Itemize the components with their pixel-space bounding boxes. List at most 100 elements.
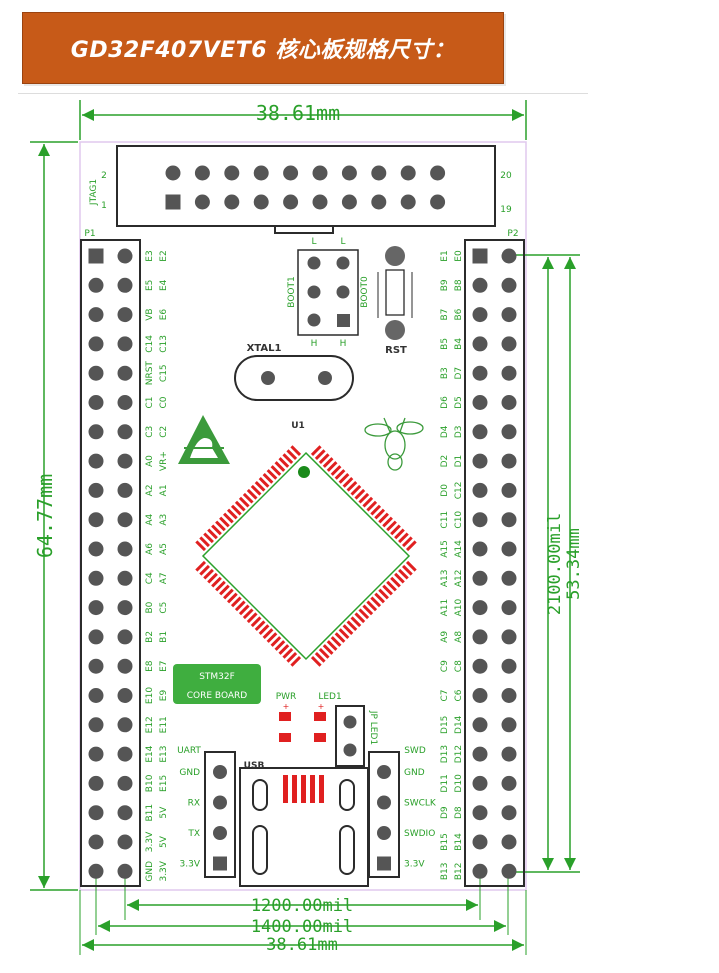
header-pin xyxy=(472,307,488,323)
pin-label: VB xyxy=(145,308,155,320)
mcu-lead xyxy=(282,453,294,464)
pin-label: 3.3V xyxy=(404,860,425,870)
pin-label: A4 xyxy=(145,513,155,525)
p1-pins xyxy=(88,248,133,879)
jtag-pin xyxy=(224,194,240,210)
header-pin xyxy=(501,453,517,469)
dim-bottom-1400: 1400.00mil xyxy=(251,917,353,937)
mcu-lead xyxy=(242,608,254,620)
swd-title: SWD xyxy=(404,746,426,756)
pin-label: E15 xyxy=(159,775,169,792)
pin-label: GND xyxy=(145,861,155,882)
mcu-lead xyxy=(386,520,397,532)
p2-pins xyxy=(472,248,517,879)
header-pin xyxy=(472,834,488,850)
dim-right: 2100.00mil 53.34mm xyxy=(508,254,584,873)
pin-label: GND xyxy=(404,768,425,778)
header-pin xyxy=(501,717,517,733)
usb-pad xyxy=(292,775,297,803)
header-pin xyxy=(472,541,488,557)
header-pin xyxy=(88,307,104,323)
header-pin xyxy=(117,482,133,498)
mcu-lead xyxy=(211,576,222,588)
pin-label: RX xyxy=(188,799,200,809)
pin-label: B12 xyxy=(454,862,464,880)
mcu-lead xyxy=(378,588,389,600)
mcu-lead xyxy=(215,580,226,592)
pin-label: B5 xyxy=(440,338,450,350)
pin-label: A3 xyxy=(159,514,169,526)
header-pin xyxy=(117,834,133,850)
mcu-lead xyxy=(195,560,207,572)
pin-label: A10 xyxy=(454,599,464,617)
pin-label: 3.3V xyxy=(145,831,155,852)
mcu-lead xyxy=(254,480,266,492)
rst-label: RST xyxy=(385,345,407,356)
mcu-lead xyxy=(219,584,230,596)
mcu-lead xyxy=(322,644,334,655)
pin-label: C7 xyxy=(440,689,450,701)
pin-label: E10 xyxy=(145,687,155,704)
mcu-leads xyxy=(195,445,417,667)
uart-pins xyxy=(213,765,227,871)
dim-bottom-mm: 38.61mm xyxy=(266,935,338,955)
pin-label: C5 xyxy=(159,602,169,614)
mcu-lead xyxy=(334,469,346,480)
mcu-lead xyxy=(199,564,210,576)
pin-label: C3 xyxy=(145,426,155,438)
header-pin xyxy=(501,805,517,821)
mcu-lead xyxy=(270,636,282,647)
pin-label: E8 xyxy=(145,660,155,672)
header-pin xyxy=(472,482,488,498)
pin-label: A1 xyxy=(159,484,169,496)
mcu-lead xyxy=(219,516,230,528)
header-pin xyxy=(213,765,227,779)
header-pin xyxy=(117,248,133,264)
mcu-lead xyxy=(246,612,258,624)
pin-label: A2 xyxy=(145,484,155,496)
header-pin xyxy=(501,512,517,528)
header-pin xyxy=(117,775,133,791)
mcu-lead xyxy=(390,576,401,588)
header-pin xyxy=(501,365,517,381)
pin-label: SWDIO xyxy=(404,829,435,839)
pin-label: E13 xyxy=(159,746,169,763)
pin-label: B14 xyxy=(454,833,464,851)
header-pin xyxy=(117,688,133,703)
header-pin xyxy=(117,629,133,645)
reset-button: RST xyxy=(377,246,413,356)
mcu-lead xyxy=(354,612,366,624)
mcu-lead xyxy=(238,496,250,508)
header-pin xyxy=(88,512,104,528)
pin-label: B7 xyxy=(440,309,450,321)
header-pin xyxy=(88,395,104,410)
mcu-lead xyxy=(322,457,334,468)
mcu-lead xyxy=(382,584,393,596)
boot-l1: L xyxy=(311,237,316,247)
mcu-lead xyxy=(310,445,322,457)
header-pin xyxy=(117,336,133,352)
mcu-lead xyxy=(215,520,226,532)
boot-h2: H xyxy=(340,339,347,349)
header-pin xyxy=(117,746,133,762)
pin-label: B8 xyxy=(454,279,464,291)
mcu-lead xyxy=(246,488,258,500)
pin-label: C12 xyxy=(454,482,464,500)
jtag-pin xyxy=(194,165,210,181)
header-pin xyxy=(501,277,517,293)
header-pin xyxy=(117,717,133,733)
pin-label: B9 xyxy=(440,279,450,291)
header-pin xyxy=(472,688,488,703)
header-pin xyxy=(88,688,104,703)
header-pin xyxy=(117,600,133,616)
mcu-lead xyxy=(211,524,222,536)
jtag-pin xyxy=(400,194,416,210)
mcu-lead xyxy=(398,532,409,544)
pin-label: B1 xyxy=(159,631,169,643)
mcu-lead xyxy=(226,508,238,520)
mcu-lead xyxy=(362,496,374,508)
pin-label: E0 xyxy=(454,250,464,262)
xtal-label: XTAL1 xyxy=(247,343,282,354)
pin-label: C0 xyxy=(159,396,169,408)
